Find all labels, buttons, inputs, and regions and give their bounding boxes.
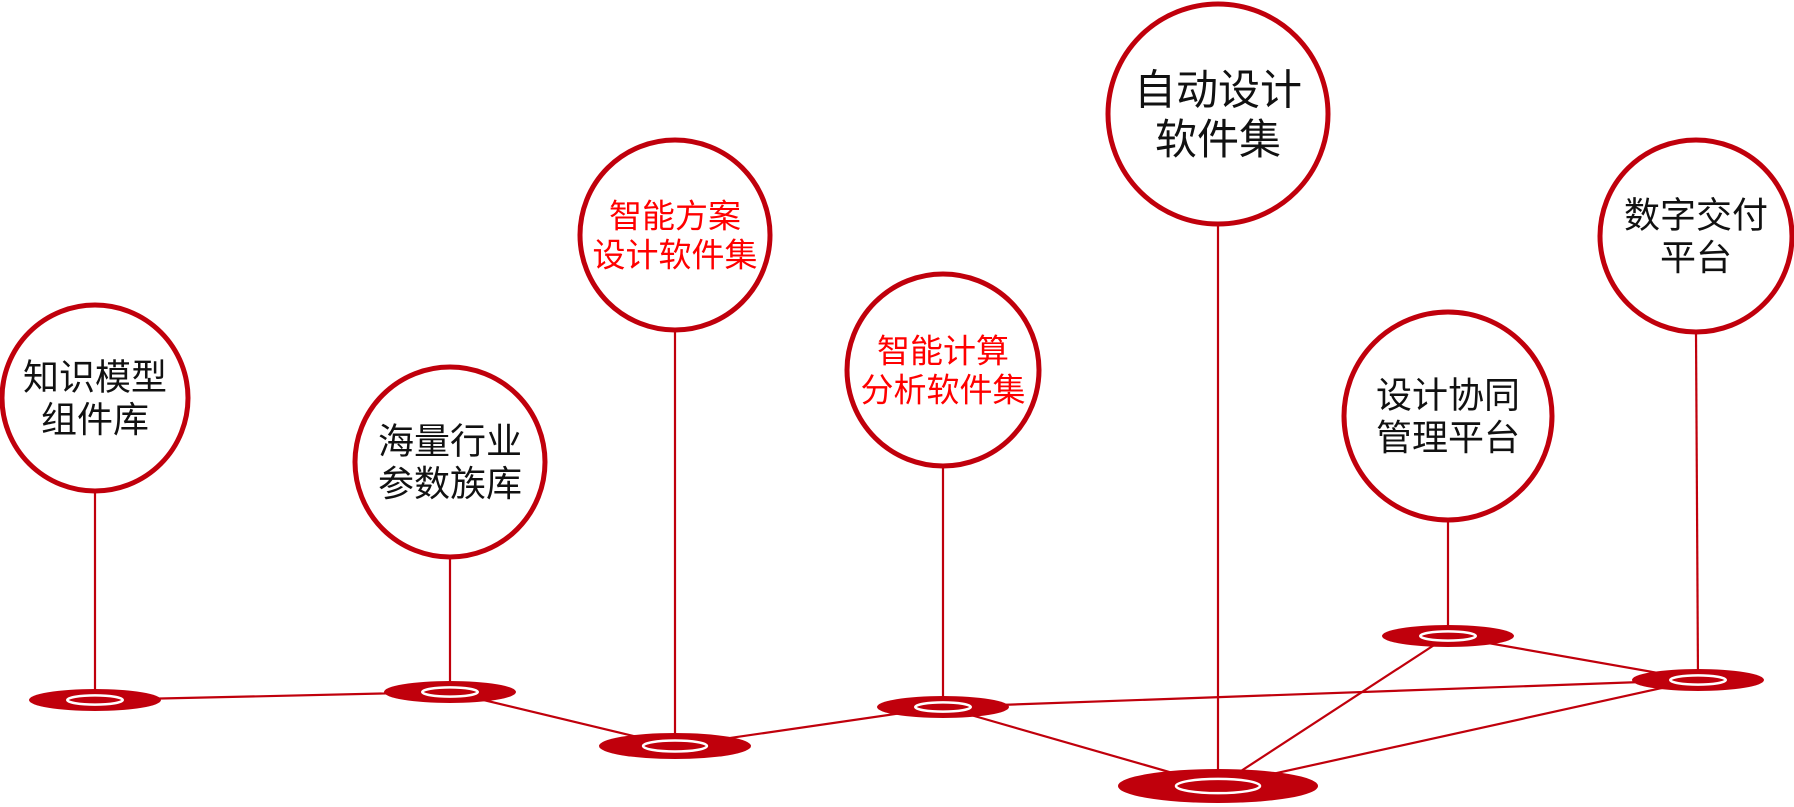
base-smart-calc: [877, 696, 1009, 718]
base-ring-smart-scheme: [641, 739, 709, 753]
node-label-param-family: 海量行业参数族库: [378, 422, 522, 505]
base-param-family: [384, 681, 516, 703]
node-label-line: 参数族库: [378, 464, 522, 505]
node-label-line: 设计软件集: [593, 235, 758, 274]
node-label-smart-scheme: 智能方案设计软件集: [593, 196, 758, 274]
bubble-smart-calc: [844, 271, 1042, 469]
base-ring-auto-design: [1174, 777, 1262, 795]
base-ring-digital-delivery: [1669, 674, 1727, 686]
link-smart-calc-digital-delivery: [942, 678, 1699, 709]
node-label-line: 平台: [1660, 238, 1732, 279]
base-digital-delivery: [1632, 669, 1764, 691]
stems: [93, 224, 1700, 786]
base-ring-param-family: [421, 686, 479, 698]
node-label-line: 数字交付: [1624, 196, 1768, 237]
node-label-knowledge-model: 知识模型组件库: [23, 358, 167, 441]
base-knowledge-model: [29, 689, 161, 711]
bubble-knowledge-model: [0, 302, 191, 494]
node-label-digital-delivery: 数字交付平台: [1624, 196, 1768, 279]
node-label-auto-design: 自动设计软件集: [1134, 65, 1302, 164]
base-auto-design: [1118, 769, 1318, 803]
node-label-line: 自动设计: [1134, 65, 1302, 114]
bubble-param-family: [352, 364, 548, 560]
base-collab: [1382, 625, 1514, 647]
bubble-smart-scheme: [577, 137, 773, 333]
bubble-collab: [1341, 309, 1555, 523]
link-auto-design-digital-delivery: [1217, 678, 1699, 788]
node-label-line: 软件集: [1155, 115, 1281, 164]
node-label-line: 海量行业: [378, 422, 522, 463]
bases: [29, 625, 1764, 803]
stem-digital-delivery: [1694, 331, 1700, 681]
node-label-line: 设计协同: [1376, 376, 1520, 417]
base-ring-collab: [1419, 630, 1477, 642]
bubble-digital-delivery: [1597, 137, 1794, 335]
base-ring-knowledge-model: [66, 694, 124, 706]
node-label-line: 知识模型: [23, 358, 167, 399]
link-auto-design-collab: [1217, 635, 1449, 787]
node-label-line: 组件库: [41, 400, 149, 441]
node-label-collab: 设计协同管理平台: [1376, 376, 1520, 459]
node-label-line: 分析软件集: [861, 370, 1026, 409]
bubble-auto-design: [1105, 1, 1331, 227]
node-label-line: 智能计算: [877, 331, 1009, 370]
node-label-smart-calc: 智能计算分析软件集: [861, 331, 1026, 409]
base-smart-scheme: [599, 733, 751, 759]
node-label-line: 智能方案: [609, 196, 741, 235]
node-label-line: 管理平台: [1376, 418, 1520, 459]
base-ring-smart-calc: [914, 701, 972, 713]
